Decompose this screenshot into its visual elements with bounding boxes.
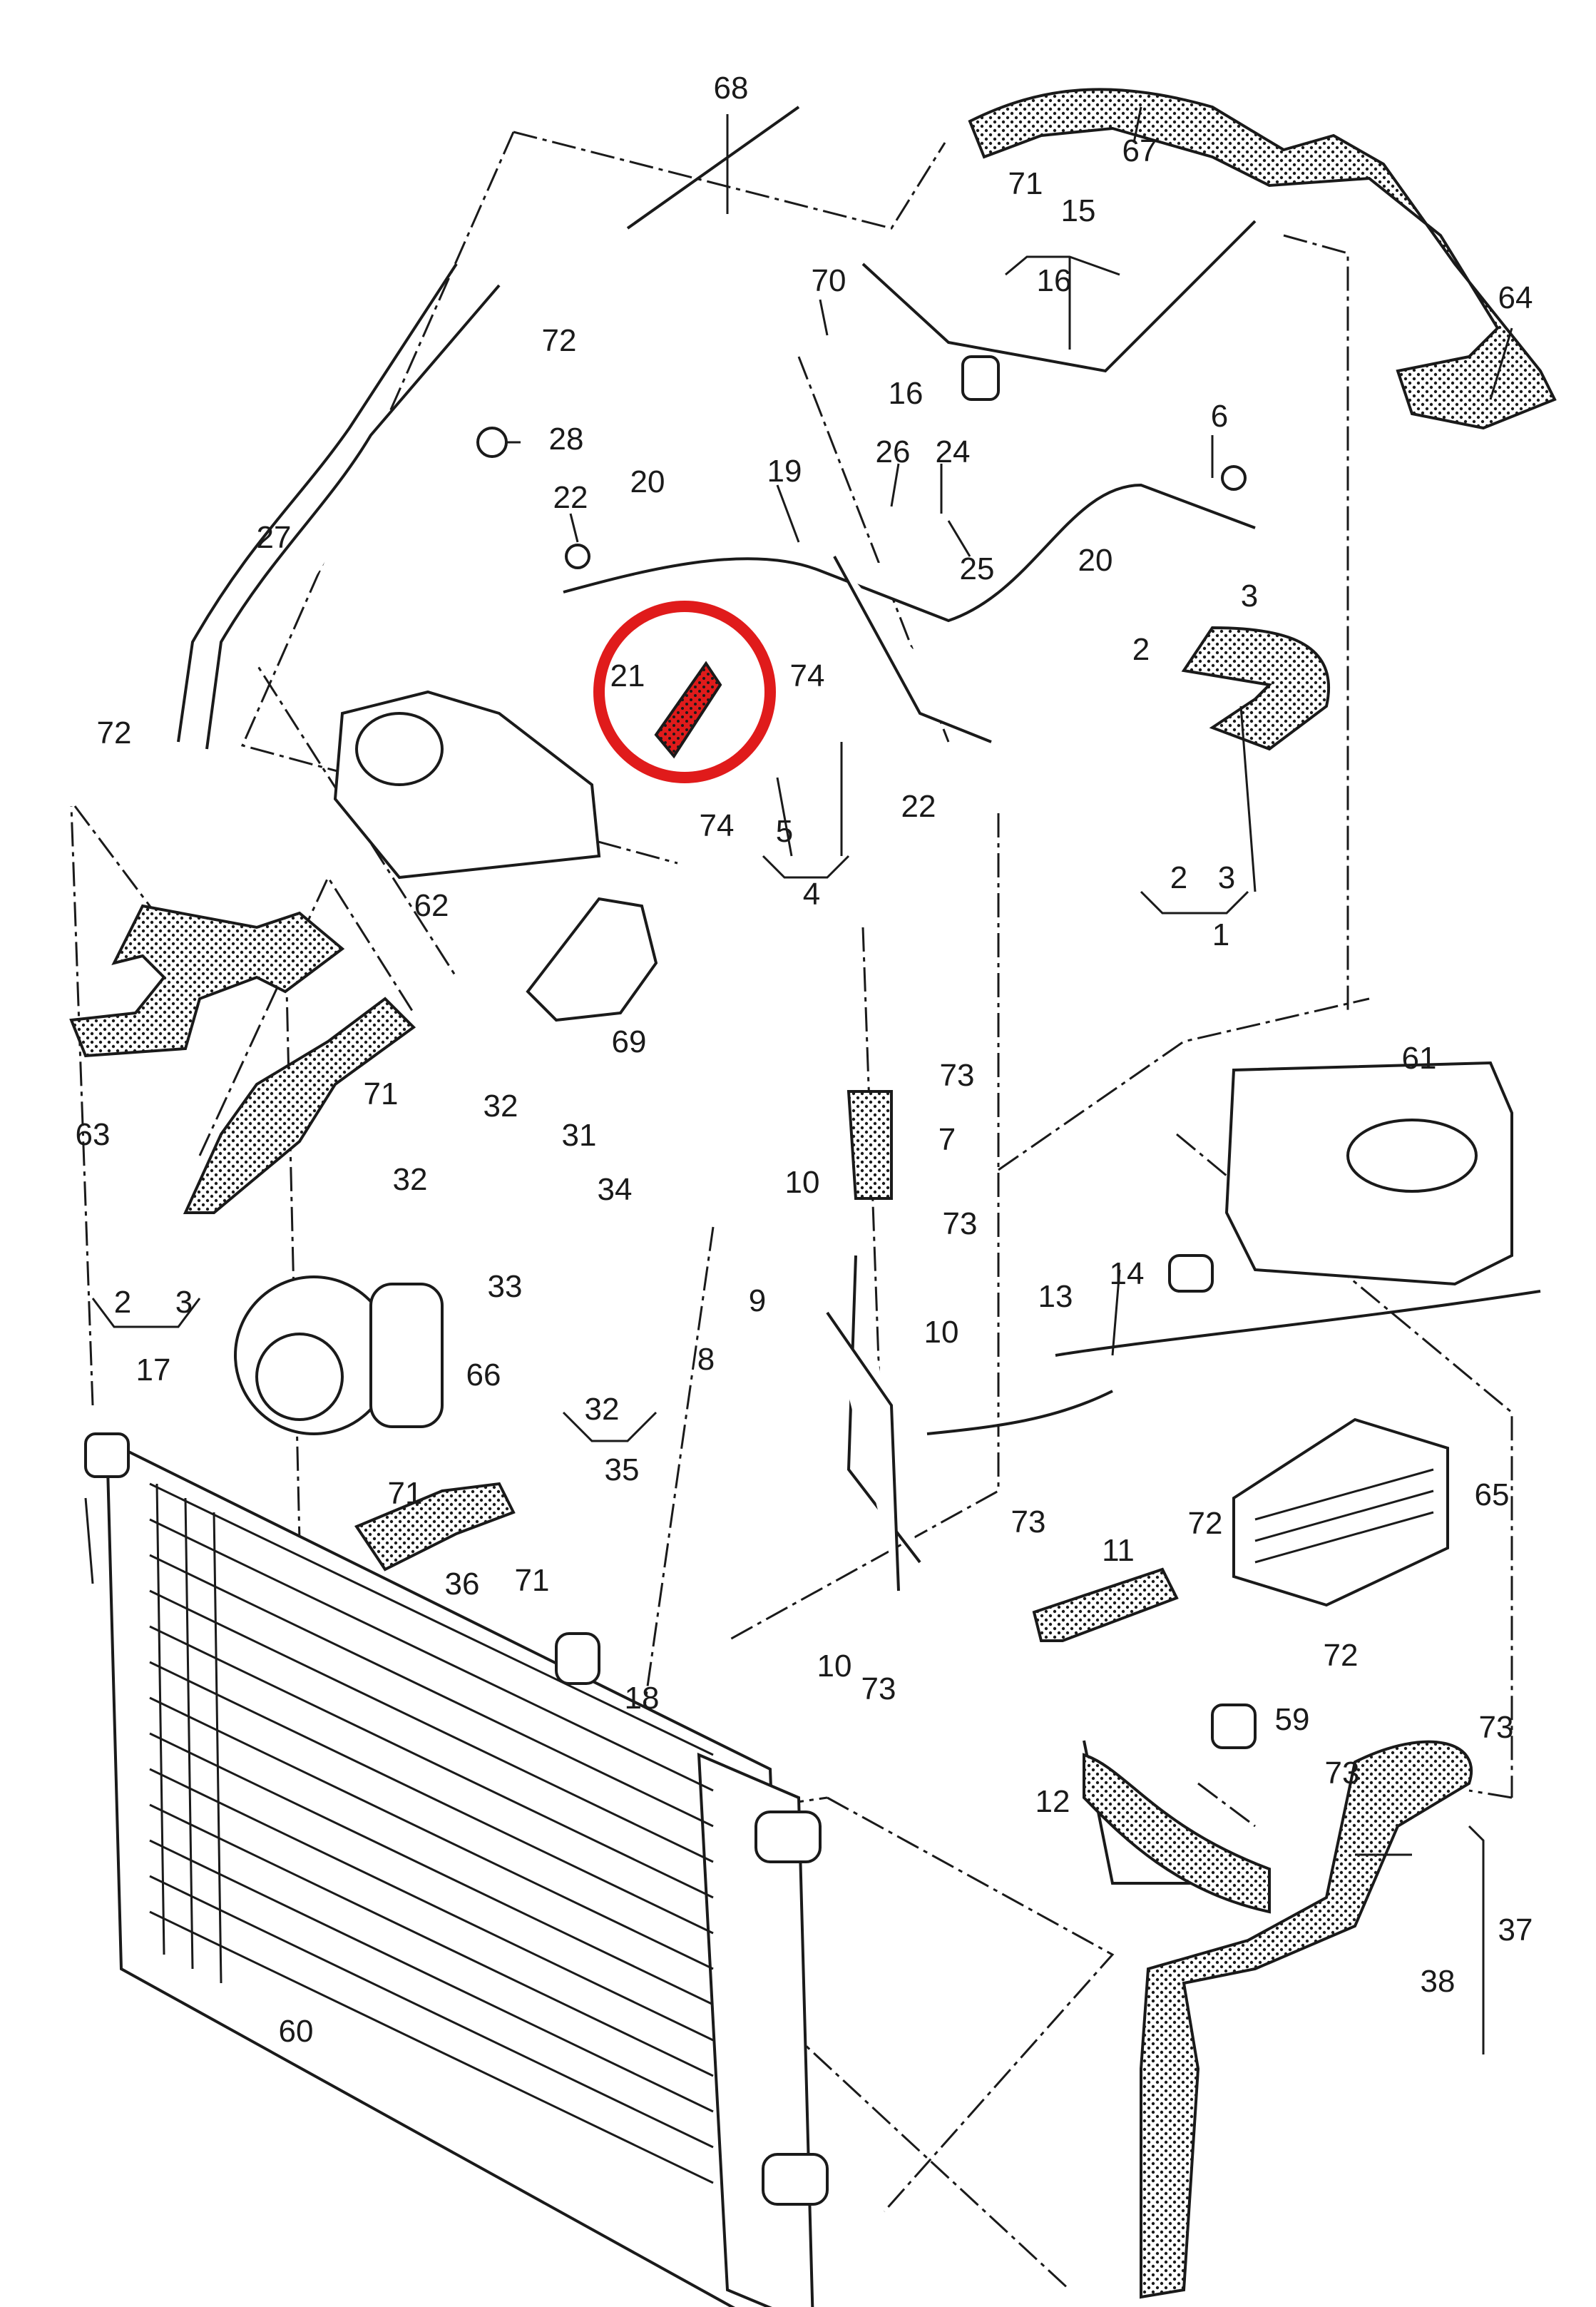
label-17: 17	[136, 1353, 171, 1387]
label-3: 3	[1218, 860, 1235, 895]
label-28: 28	[549, 422, 584, 457]
label-72: 72	[542, 323, 577, 358]
label-72: 72	[1188, 1506, 1223, 1541]
label-38: 38	[1421, 1964, 1456, 1999]
label-27: 27	[257, 520, 292, 555]
label-59: 59	[1275, 1702, 1310, 1737]
label-14: 14	[1110, 1256, 1145, 1291]
label-66: 66	[466, 1358, 501, 1392]
label-16: 16	[889, 376, 924, 411]
label-11: 11	[1102, 1533, 1135, 1568]
label-70: 70	[812, 263, 846, 298]
label-71: 71	[515, 1563, 550, 1598]
label-25: 25	[960, 551, 995, 586]
label-60: 60	[279, 2014, 314, 2049]
alternator[interactable]	[234, 1275, 444, 1435]
label-32: 32	[484, 1089, 518, 1124]
label-35: 35	[605, 1452, 640, 1487]
leader-lines	[84, 106, 1513, 2054]
coolant-hoses	[69, 88, 1557, 2299]
label-10: 10	[924, 1315, 959, 1350]
label-26: 26	[876, 434, 911, 469]
label-20: 20	[1078, 543, 1113, 578]
label-65: 65	[1475, 1477, 1510, 1512]
label-71: 71	[364, 1076, 399, 1111]
label-64: 64	[1498, 280, 1533, 315]
label-72: 72	[1324, 1638, 1359, 1673]
label-8: 8	[697, 1342, 715, 1377]
label-24: 24	[936, 434, 971, 469]
oil-cooler[interactable]	[1232, 1417, 1449, 1607]
label-19: 19	[767, 454, 802, 489]
label-3: 3	[1241, 579, 1258, 613]
label-34: 34	[598, 1172, 633, 1207]
label-62: 62	[414, 888, 449, 923]
radiator[interactable]	[84, 1432, 829, 2307]
label-71: 71	[388, 1476, 423, 1511]
highlighted-hose-21[interactable]	[593, 601, 776, 783]
assembly-outlines	[70, 131, 1513, 2291]
label-36: 36	[445, 1567, 480, 1601]
label-68: 68	[714, 71, 749, 106]
coolant-pump[interactable]	[526, 897, 658, 1022]
label-2: 2	[1132, 632, 1150, 667]
label-20: 20	[630, 464, 665, 499]
label-73: 73	[1325, 1756, 1360, 1791]
label-10: 10	[817, 1649, 852, 1684]
label-73: 73	[943, 1206, 978, 1241]
label-2: 2	[1170, 860, 1187, 895]
label-21: 21	[610, 658, 645, 693]
label-9: 9	[749, 1283, 766, 1318]
label-2: 2	[114, 1285, 131, 1320]
label-16: 16	[1037, 263, 1072, 298]
label-73: 73	[861, 1671, 896, 1706]
label-13: 13	[1038, 1279, 1073, 1314]
label-67: 67	[1122, 133, 1157, 168]
label-74: 74	[700, 808, 735, 843]
label-63: 63	[76, 1117, 111, 1152]
label-32: 32	[393, 1162, 428, 1197]
label-61: 61	[1402, 1041, 1437, 1076]
label-7: 7	[938, 1122, 956, 1157]
label-10: 10	[785, 1165, 820, 1200]
label-71: 71	[1008, 166, 1043, 201]
clip-parts	[476, 355, 1257, 1749]
label-3: 3	[175, 1285, 193, 1320]
label-6: 6	[1211, 399, 1228, 434]
label-73: 73	[940, 1058, 975, 1093]
label-32: 32	[585, 1392, 620, 1427]
label-73: 73	[1011, 1504, 1046, 1539]
label-73: 73	[1479, 1710, 1514, 1745]
label-31: 31	[562, 1118, 597, 1153]
label-37: 37	[1498, 1913, 1533, 1947]
label-18: 18	[625, 1681, 660, 1716]
thermostat-housing[interactable]	[333, 690, 601, 880]
part-labels: 1 2 2 2 3 3 3 4 5 6 7 8 9 10 10 10 11 12…	[76, 71, 1533, 2049]
label-69: 69	[612, 1024, 647, 1059]
label-22: 22	[901, 789, 936, 824]
label-72: 72	[97, 715, 132, 750]
label-74: 74	[790, 658, 825, 693]
label-22: 22	[553, 480, 588, 515]
label-15: 15	[1061, 193, 1096, 228]
metal-pipes	[177, 106, 1541, 1885]
label-5: 5	[776, 814, 793, 849]
label-12: 12	[1035, 1784, 1070, 1819]
label-33: 33	[488, 1269, 523, 1304]
label-1: 1	[1212, 917, 1229, 952]
label-4: 4	[803, 877, 820, 912]
expansion-tank[interactable]	[1224, 1061, 1513, 1286]
